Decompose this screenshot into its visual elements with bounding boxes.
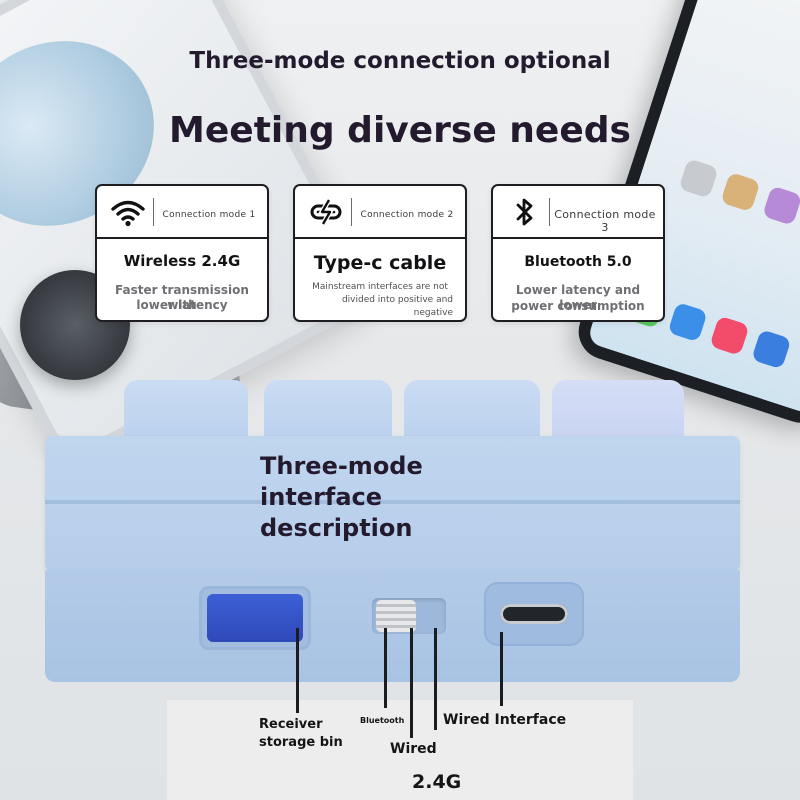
keyboard-seam [45,500,740,504]
app-icon [720,171,761,213]
mode-card-type-c: Connection mode 2 Type-c cable Mainstrea… [293,184,467,322]
wired-interface-port [484,582,584,646]
card-header: Connection mode 3 [493,186,663,239]
interface-title-line: description [260,514,413,542]
card-description-line: lower latency [136,298,228,312]
card-divider [549,198,550,226]
leader-line-wired [410,628,413,738]
app-icon [751,329,792,370]
receiver-label-line: Receiver [259,717,323,732]
card-description-line: negative [413,308,453,318]
leader-line-receiver [296,628,299,713]
interface-title-line: Three-mode [260,452,423,480]
wifi-icon [111,200,145,227]
headline-title: Meeting diverse needs [169,110,631,151]
usb-c-port [500,604,568,624]
usb-c-plug-icon [310,198,342,226]
headline-subtitle: Three-mode connection optional [189,48,611,74]
card-title: Wireless 2.4G [123,252,241,270]
bluetooth-icon [516,198,533,226]
card-description-line: power consumption [511,299,645,313]
app-icon [678,158,719,199]
wired-label: Wired [390,741,437,757]
connection-mode-label: Connection mode 1 [162,210,256,220]
card-description-line: Mainstream interfaces are not [312,282,448,292]
receiver-label: Receiver storage bin [259,716,343,752]
card-divider [153,198,154,226]
interface-title-line: interface [260,483,383,511]
card-description-line: Lower latency and lower [515,283,641,312]
wired-interface-label: Wired Interface [443,712,567,728]
card-header: Connection mode 1 [97,186,267,239]
card-title: Bluetooth 5.0 [524,254,632,270]
receiver-storage-bin [199,586,311,650]
leader-line-24g [434,628,437,730]
app-icon [667,301,708,343]
mode-switch-knob [376,600,416,632]
keyboard-body [45,436,740,572]
mode-card-bluetooth: Connection mode 3 Bluetooth 5.0 Lower la… [491,184,665,322]
app-icon [709,315,750,356]
label-panel [167,700,633,800]
card-header: Connection mode 2 [295,186,465,239]
card-title: Type-c cable [313,252,447,274]
receiver-label-line: storage bin [259,735,343,750]
card-description-line: Faster transmission with [115,283,249,312]
card-description-line: divided into positive and [341,295,453,305]
connection-mode-label: Connection mode 2 [360,210,454,220]
bluetooth-label: Bluetooth [360,716,405,725]
wireless-24g-label: 2.4G [412,771,462,793]
leader-line-wired-interface [500,632,503,706]
mode-card-wireless: Connection mode 1 Wireless 2.4G Faster t… [95,184,269,322]
leader-line-bluetooth [384,628,387,708]
card-divider [351,198,352,226]
connection-mode-label: Connection mode 3 [554,208,656,234]
usb-receiver [207,594,303,642]
interface-description-title: Three-mode interface description [260,451,480,544]
app-icon [762,185,800,226]
